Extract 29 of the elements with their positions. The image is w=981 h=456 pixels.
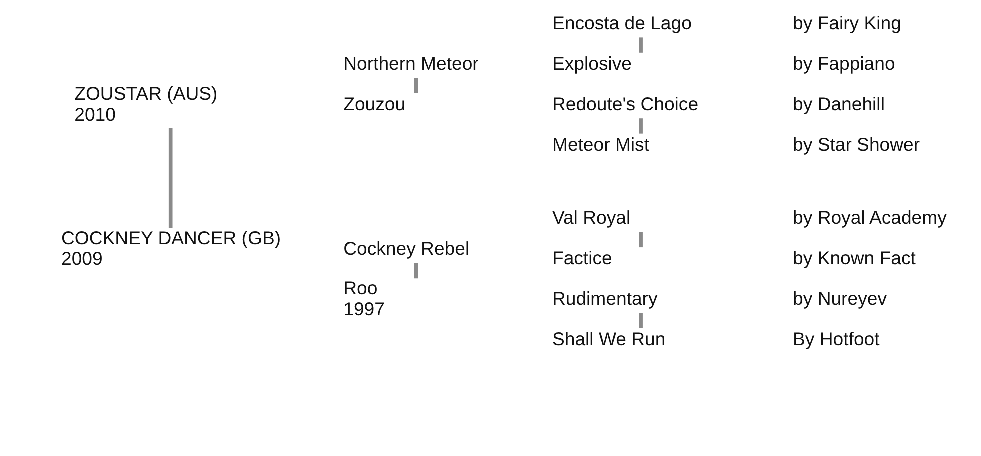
connector xyxy=(638,118,642,134)
node-text: Rudimentary xyxy=(552,288,658,310)
node-text: Zouzou xyxy=(343,93,406,114)
connector xyxy=(638,232,642,248)
label: by Nureyev xyxy=(792,288,887,310)
label: by Royal Academy xyxy=(792,207,946,228)
node-text: Roo 1997 xyxy=(343,278,384,320)
node-text: Cockney Rebel xyxy=(343,238,470,259)
node-text: Val Royal xyxy=(552,207,630,228)
connector xyxy=(638,313,642,328)
node-text: COCKNEY DANCER (GB) 2009 xyxy=(61,227,281,270)
connector xyxy=(168,128,172,228)
node-text: Meteor Mist xyxy=(552,134,650,155)
node-text: Factice xyxy=(552,248,612,269)
label: by Fairy King xyxy=(792,12,901,34)
connector xyxy=(414,263,418,279)
label: by Star Shower xyxy=(792,134,920,155)
label: by Fappiano xyxy=(792,53,895,74)
node-text: Redoute's Choice xyxy=(552,93,698,114)
label: by Danehill xyxy=(792,93,884,114)
connector xyxy=(414,78,418,94)
connector xyxy=(638,38,642,53)
node-text: Explosive xyxy=(552,53,632,74)
node-text: ZOUSTAR (AUS) 2010 xyxy=(74,83,218,125)
label: By Hotfoot xyxy=(792,328,880,350)
label: by Known Fact xyxy=(792,248,916,269)
node-text: Shall We Run xyxy=(552,328,666,350)
node-text: Encosta de Lago xyxy=(552,12,692,34)
node-text: Northern Meteor xyxy=(343,53,478,74)
